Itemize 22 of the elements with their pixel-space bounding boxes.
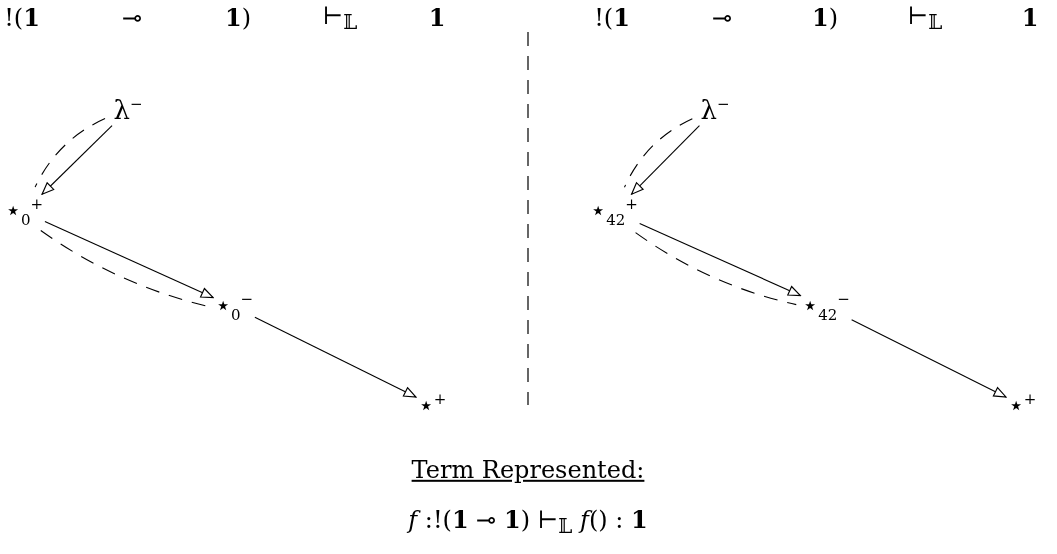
formula-symbol: 1	[428, 4, 446, 32]
move-label: λ$^{−}$	[113, 95, 143, 125]
formula-symbol: 1)	[224, 4, 252, 32]
formula-symbol: !(1	[4, 4, 40, 32]
formula-symbol: ⊢$_{𝕃}$	[907, 2, 943, 34]
formula-symbol: ⊸	[122, 4, 142, 32]
arrow	[639, 222, 801, 297]
move-label: ⋆$^{+}$	[1007, 390, 1037, 420]
formula-symbol: ⊢$_{𝕃}$	[322, 2, 358, 34]
arrow	[254, 316, 417, 398]
arrow	[631, 125, 700, 195]
arrow	[851, 319, 1007, 398]
formula-symbol: 1)	[811, 4, 839, 32]
term-formula: f :!(1 ⊸ 1) ⊢$_{𝕃}$ f() : 1	[408, 506, 648, 538]
caption-heading: Term Represented:	[411, 456, 645, 484]
move-label: λ$^{−}$	[700, 95, 730, 125]
move-label: ⋆$^{+}$	[417, 390, 447, 420]
formula-symbol: !(1	[594, 4, 630, 32]
arrow	[44, 220, 214, 299]
formula-symbol: 1	[1021, 4, 1039, 32]
arrow	[41, 125, 113, 195]
formula-symbol: ⊸	[712, 4, 732, 32]
